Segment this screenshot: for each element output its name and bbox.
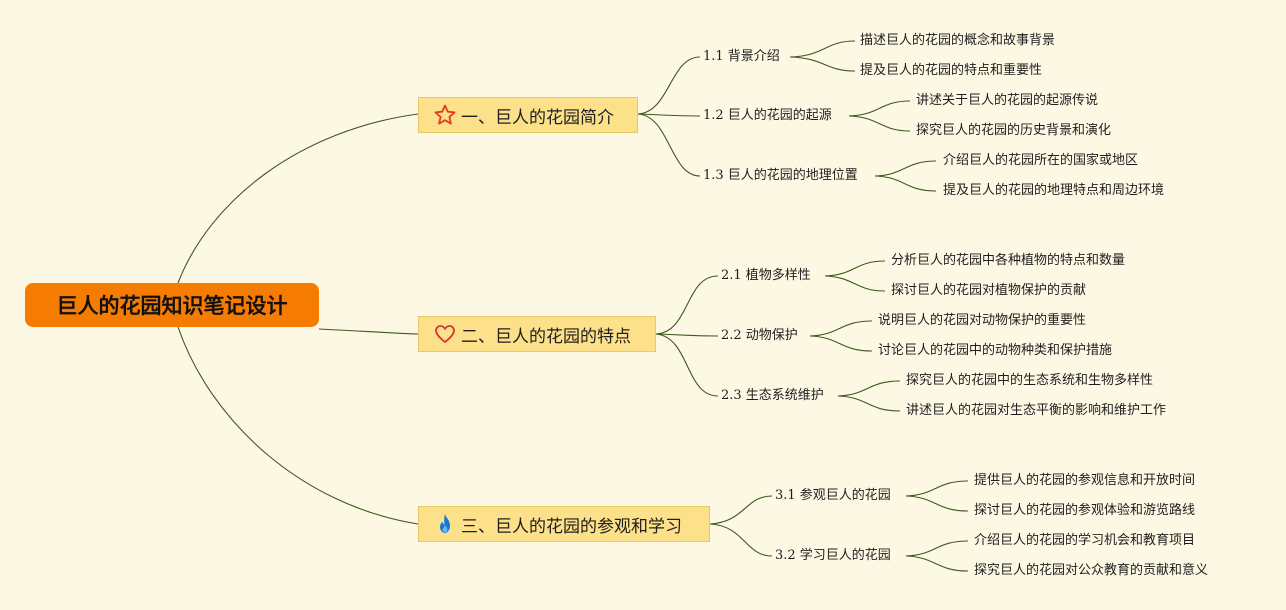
star-outline-icon xyxy=(433,103,457,127)
subtopic-3-1[interactable]: 3.1 参观巨人的花园 xyxy=(775,488,891,503)
connector-s22-l2 xyxy=(809,335,873,352)
connector-b2-s1 xyxy=(655,275,719,335)
connector-s32-l1 xyxy=(905,540,969,557)
subtopic-2-2[interactable]: 2.2 动物保护 xyxy=(721,328,798,343)
connector-root-branch-3 xyxy=(177,326,419,525)
connector-s12-l1 xyxy=(848,100,911,117)
flame-icon xyxy=(433,512,457,536)
branch-node-features[interactable]: 二、巨人的花园的特点 xyxy=(418,316,656,352)
subtopic-2-1[interactable]: 2.1 植物多样性 xyxy=(721,268,811,283)
connector-s23-l1 xyxy=(837,380,901,397)
leaf-3-2-2[interactable]: 探究巨人的花园对公众教育的贡献和意义 xyxy=(974,563,1209,578)
connector-b3-s1 xyxy=(709,495,773,525)
leaf-2-1-2[interactable]: 探讨巨人的花园对植物保护的贡献 xyxy=(891,283,1087,298)
connector-b1-s1 xyxy=(637,56,701,115)
connector-s21-l1 xyxy=(824,260,886,277)
branch-label: 三、巨人的花园的参观和学习 xyxy=(461,516,682,537)
leaf-3-1-1[interactable]: 提供巨人的花园的参观信息和开放时间 xyxy=(974,473,1196,488)
connector-root-branch-2 xyxy=(318,328,419,335)
connector-s22-l1 xyxy=(809,320,873,337)
leaf-2-2-2[interactable]: 讨论巨人的花园中的动物种类和保护措施 xyxy=(878,343,1113,358)
leaf-1-2-2[interactable]: 探究巨人的花园的历史背景和演化 xyxy=(916,123,1112,138)
leaf-1-2-1[interactable]: 讲述关于巨人的花园的起源传说 xyxy=(916,93,1099,108)
connector-s31-l2 xyxy=(905,495,969,512)
leaf-2-3-1[interactable]: 探究巨人的花园中的生态系统和生物多样性 xyxy=(906,373,1154,388)
connector-b2-s3 xyxy=(655,333,719,397)
connector-s32-l2 xyxy=(905,555,969,572)
subtopic-2-3[interactable]: 2.3 生态系统维护 xyxy=(721,388,824,403)
branch-node-visit[interactable]: 三、巨人的花园的参观和学习 xyxy=(418,506,710,542)
leaf-1-1-2[interactable]: 提及巨人的花园的特点和重要性 xyxy=(860,63,1043,78)
root-title: 巨人的花园知识笔记设计 xyxy=(56,294,288,318)
connector-s21-l2 xyxy=(824,275,886,292)
branch-node-intro[interactable]: 一、巨人的花园简介 xyxy=(418,97,638,133)
connector-s11-l1 xyxy=(789,40,856,58)
subtopic-1-2[interactable]: 1.2 巨人的花园的起源 xyxy=(703,108,832,123)
leaf-3-2-1[interactable]: 介绍巨人的花园的学习机会和教育项目 xyxy=(974,533,1196,548)
connector-s31-l1 xyxy=(905,480,969,497)
branch-label: 一、巨人的花园简介 xyxy=(461,107,614,128)
leaf-1-1-1[interactable]: 描述巨人的花园的概念和故事背景 xyxy=(860,33,1056,48)
leaf-1-3-1[interactable]: 介绍巨人的花园所在的国家或地区 xyxy=(943,153,1139,168)
leaf-1-3-2[interactable]: 提及巨人的花园的地理特点和周边环境 xyxy=(943,183,1165,198)
branch-label: 二、巨人的花园的特点 xyxy=(461,326,631,347)
connector-s12-l2 xyxy=(848,115,911,132)
leaf-2-2-1[interactable]: 说明巨人的花园对动物保护的重要性 xyxy=(878,313,1087,328)
leaf-2-3-2[interactable]: 讲述巨人的花园对生态平衡的影响和维护工作 xyxy=(906,403,1167,418)
connector-s13-l1 xyxy=(874,160,937,177)
root-node[interactable]: 巨人的花园知识笔记设计 xyxy=(25,283,319,327)
subtopic-3-2[interactable]: 3.2 学习巨人的花园 xyxy=(775,548,891,563)
connector-b1-s3 xyxy=(637,113,701,177)
connector-s13-l2 xyxy=(874,175,937,192)
connector-s11-l2 xyxy=(789,56,856,72)
subtopic-1-3[interactable]: 1.3 巨人的花园的地理位置 xyxy=(703,168,858,183)
connector-b3-s2 xyxy=(709,523,773,557)
connector-s23-l2 xyxy=(837,395,901,412)
subtopic-1-1[interactable]: 1.1 背景介绍 xyxy=(703,49,780,64)
connector-b2-s2 xyxy=(655,333,719,337)
leaf-2-1-1[interactable]: 分析巨人的花园中各种植物的特点和数量 xyxy=(891,253,1126,268)
leaf-3-1-2[interactable]: 探讨巨人的花园的参观体验和游览路线 xyxy=(974,503,1196,518)
connector-b1-s2 xyxy=(637,113,701,117)
heart-outline-icon xyxy=(433,322,457,346)
connector-root-branch-1 xyxy=(177,113,419,284)
